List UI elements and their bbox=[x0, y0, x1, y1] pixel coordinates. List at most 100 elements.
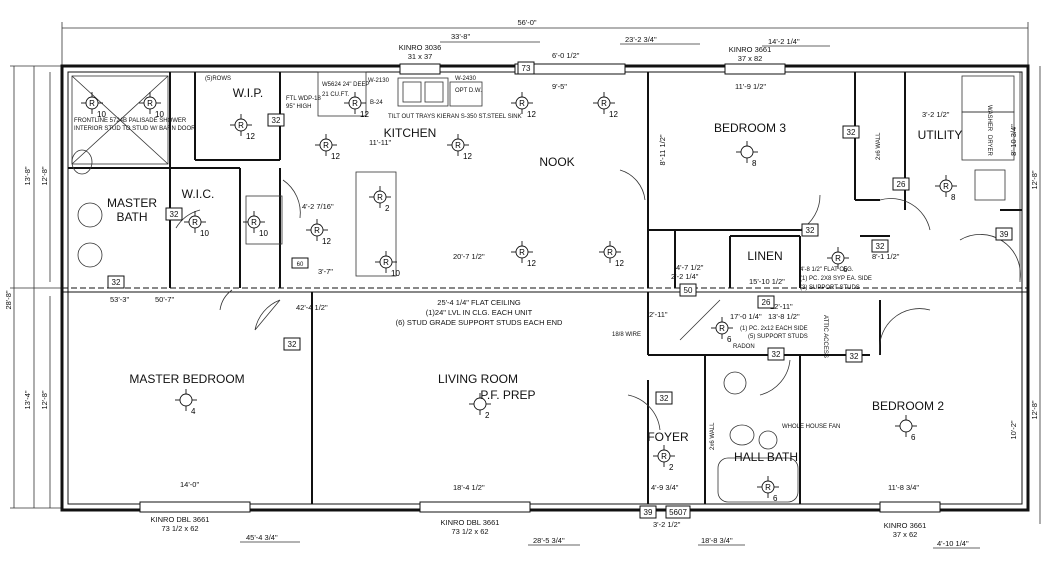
fixture-number: 2 bbox=[485, 411, 490, 420]
note-w2130: W-2130 bbox=[368, 78, 390, 84]
note-fridge: W5624 24" DEEP bbox=[322, 82, 370, 88]
tag-label: 32 bbox=[847, 128, 856, 137]
dim-foyer-4-9: 4'-9 3/4" bbox=[651, 483, 679, 492]
tag-32-util: 32 bbox=[871, 239, 889, 253]
dim-mb-14-0: 14'-0" bbox=[180, 480, 199, 489]
left-lower-inner: 12'-8" bbox=[40, 390, 49, 409]
window-label: KINRO DBL 3661 bbox=[441, 518, 500, 527]
fixture-number: 10 bbox=[155, 110, 164, 119]
fixture-r-label: R bbox=[719, 324, 725, 333]
tag-label: 32 bbox=[272, 116, 281, 125]
fixture-number: 10 bbox=[259, 229, 268, 238]
dim-b2-11-8: 11'-8 3/4" bbox=[888, 483, 919, 492]
fixture-r-label: R bbox=[607, 248, 613, 257]
total-depth-label: 28'-8" bbox=[4, 290, 13, 309]
tag-32-bed3: 32 bbox=[842, 125, 860, 139]
sink-master-1 bbox=[77, 202, 103, 228]
tag-label: 32 bbox=[112, 278, 121, 287]
tag-32-bed2: 32 bbox=[845, 349, 863, 363]
dim-nook-8-11: 8'-11 1/2" bbox=[658, 134, 667, 165]
whole-house-fan bbox=[758, 430, 778, 450]
window-top-left-glyph bbox=[399, 63, 441, 75]
room-master-bath-line2: BATH bbox=[116, 210, 147, 224]
tag-26-hall: 26 bbox=[757, 295, 775, 309]
tag-label: 32 bbox=[806, 226, 815, 235]
note-whole-house-fan: WHOLE HOUSE FAN bbox=[782, 424, 840, 430]
tag-label: 39 bbox=[644, 508, 653, 517]
fixture-number: 10 bbox=[97, 110, 106, 119]
window-top-mid-glyph bbox=[514, 63, 626, 75]
top-sub-dimensions: 33'-8" 23'-2 3/4" 14'-2 1/4" 6'-0 1/2" bbox=[440, 32, 830, 60]
note-wall-2x6: 2x6 WALL bbox=[876, 132, 882, 160]
toilet-hall bbox=[729, 424, 755, 446]
fixture-number: 6 bbox=[727, 335, 732, 344]
note-support-3: (3) SUPPORT STUDS bbox=[800, 285, 860, 291]
room-bedroom3: BEDROOM 3 bbox=[714, 121, 786, 135]
dim-hall-2-11: 2'-11" bbox=[649, 310, 668, 319]
window-size: 73 1/2 x 62 bbox=[161, 524, 198, 533]
dim-hall-17-0: 17'-0 1/4" bbox=[730, 312, 762, 321]
tag-boxes: 32 32 32 32 26 32 32 39 50 26 32 32 32 3… bbox=[107, 61, 1013, 519]
dim-lr-18-4: 18'-4 1/2" bbox=[453, 483, 485, 492]
dim-14-2: 14'-2 1/4" bbox=[768, 37, 800, 46]
tag-32-mbed: 32 bbox=[283, 337, 301, 351]
fixture-r-label: R bbox=[519, 99, 525, 108]
bottom-dim-leaders bbox=[240, 541, 980, 549]
room-bedroom2: BEDROOM 2 bbox=[872, 399, 944, 413]
ceiling-light-fixture: R12 bbox=[511, 241, 536, 268]
fixture-r-label: R bbox=[383, 258, 389, 267]
fixture-number: 12 bbox=[527, 110, 536, 119]
tag-32-foyer: 32 bbox=[655, 391, 673, 405]
note-wdp: FTL WDP-18 bbox=[286, 96, 321, 102]
tag-5607: 5607 bbox=[665, 505, 691, 519]
dim-util-8-1: 8'-1 1/2" bbox=[872, 252, 900, 261]
fixture-r-label: R bbox=[192, 218, 198, 227]
window-label: KINRO 3661 bbox=[729, 45, 772, 54]
note-wire: 18/8 WIRE bbox=[612, 332, 641, 338]
tag-label: 32 bbox=[850, 352, 859, 361]
fixture-number: 12 bbox=[360, 110, 369, 119]
dim-hall-13-8: 13'-8 1/2" bbox=[768, 312, 800, 321]
dim-bed3-11-9: 11'-9 1/2" bbox=[735, 82, 766, 91]
fixture-r-label: R bbox=[455, 141, 461, 150]
tag-label: 32 bbox=[660, 394, 669, 403]
window-label: KINRO 3036 bbox=[399, 43, 442, 52]
fixture-number: 12 bbox=[527, 259, 536, 268]
left-dimensions: 28'-8" 13'-8" 12'-8" 13'-4" 12'-8" bbox=[4, 65, 62, 509]
tag-label: 32 bbox=[170, 210, 179, 219]
exterior-walls bbox=[60, 64, 1030, 512]
tag-label: 32 bbox=[876, 242, 885, 251]
fixture-number: 2 bbox=[669, 463, 674, 472]
tag-32-linen-low: 32 bbox=[767, 347, 785, 361]
dim-linen-15-10: 15'-10 1/2" bbox=[749, 277, 785, 286]
dim-lr-42-4: 42'-4 1/2" bbox=[296, 303, 328, 312]
note-rows: (5)ROWS bbox=[205, 76, 231, 82]
window-bottom-right: KINRO 3661 37 x 62 bbox=[884, 521, 927, 539]
fixture-number: 12 bbox=[615, 259, 624, 268]
dryer bbox=[961, 111, 1015, 161]
tag-label: 60 bbox=[297, 262, 304, 268]
dim-linen-2-2: 2'-2 1/4" bbox=[671, 272, 699, 281]
window-bottom-right-glyph bbox=[879, 501, 941, 513]
tag-label: 32 bbox=[288, 340, 297, 349]
note-studs: (6) STUD GRADE SUPPORT STUDS EACH END bbox=[396, 318, 563, 327]
ceiling-light-fixture: R10 bbox=[243, 211, 268, 238]
refrigerator bbox=[317, 71, 367, 117]
room-kitchen: KITCHEN bbox=[384, 126, 437, 140]
structural-notes: 25'-4 1/4" FLAT CEILING (1)24" LVL IN CL… bbox=[74, 76, 992, 450]
fixture-r-label: R bbox=[765, 483, 771, 492]
room-utility: UTILITY bbox=[918, 128, 963, 142]
left-lower-outer: 13'-4" bbox=[23, 390, 32, 409]
room-hall-bath: HALL BATH bbox=[734, 450, 798, 464]
ceiling-light-fixture: R12 bbox=[230, 114, 255, 141]
dim-bottom-28-5: 28'-5 3/4" bbox=[533, 536, 565, 545]
door-swings bbox=[175, 169, 1021, 431]
fixture-number: 12 bbox=[322, 237, 331, 246]
room-linen: LINEN bbox=[747, 249, 782, 263]
fixture-r-label: R bbox=[238, 121, 244, 130]
fixture-r-label: R bbox=[601, 99, 607, 108]
tag-32-bath-bottom: 32 bbox=[107, 275, 125, 289]
tag-73: 73 bbox=[517, 61, 535, 75]
tag-label: 73 bbox=[522, 64, 531, 73]
